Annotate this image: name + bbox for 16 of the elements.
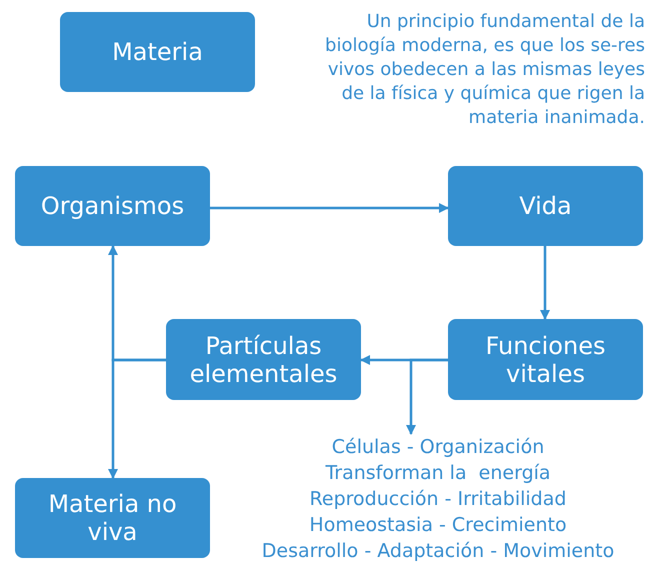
concept-box: Vida <box>448 166 643 246</box>
arrow <box>210 203 449 213</box>
concept-box: Materia no viva <box>15 478 210 558</box>
list-text: Homeostasia - Crecimiento <box>309 513 567 538</box>
arrow <box>108 358 166 479</box>
list-text: Transforman la energía <box>325 461 551 486</box>
list-text: Células - Organización <box>332 435 544 460</box>
concept-box: Partículas elementales <box>166 319 361 400</box>
concept-box: Materia <box>60 12 255 92</box>
arrow <box>406 358 448 435</box>
concept-box: Funciones vitales <box>448 319 643 400</box>
list-text: Reproducción - Irritabilidad <box>310 487 566 512</box>
arrow <box>540 246 550 320</box>
note-text: Un principio fundamental de la biología moderna, es que los se-res vivos obedecen a las mismas leyes de la física y química que rigen la materia inanimada. <box>324 10 645 130</box>
list-text: Desarrollo - Adaptación - Movimiento <box>262 539 614 564</box>
concept-box: Organismos <box>15 166 210 246</box>
